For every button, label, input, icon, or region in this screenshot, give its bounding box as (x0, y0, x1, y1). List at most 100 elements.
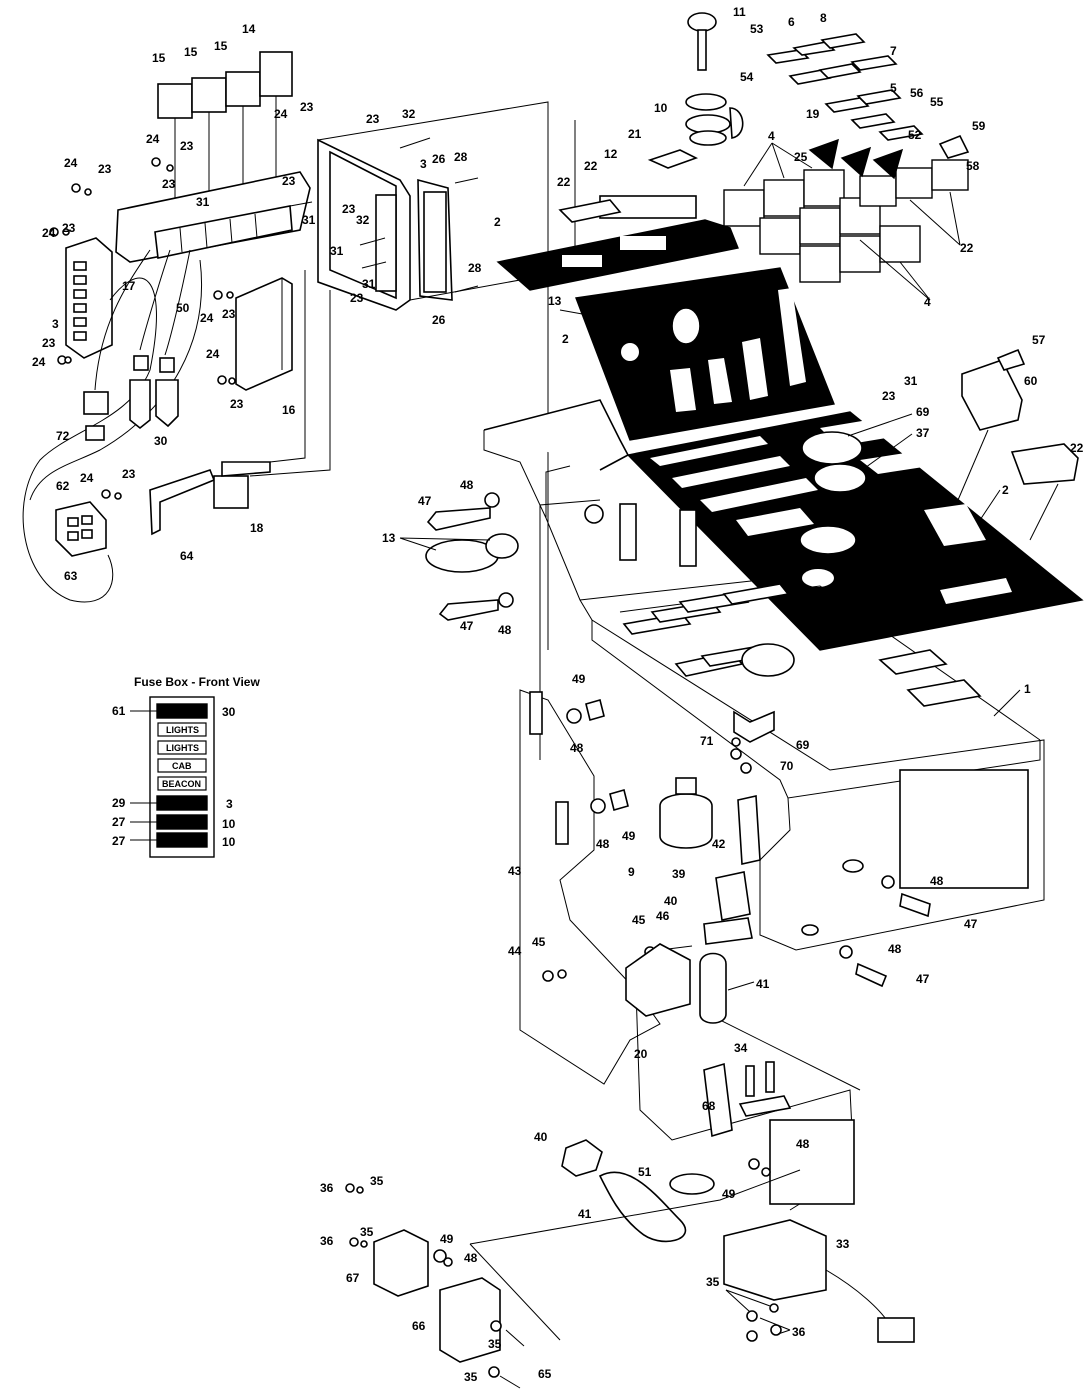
fuse-label: LIGHTS (166, 743, 199, 753)
callout: 40 (664, 894, 678, 908)
callout: 26 (432, 313, 446, 327)
callout: 31 (904, 374, 918, 388)
callout: 52 (908, 128, 922, 142)
callout: 6 (788, 15, 795, 29)
callout: 12 (604, 147, 618, 161)
callout: 39 (672, 867, 686, 881)
fuse-box-front-view: Fuse Box - Front View LIGHTS LIGHTS CAB … (112, 675, 260, 858)
bracket-plate: 24 23 23 32 23 28 3 26 31 23 32 31 23 28… (200, 100, 482, 417)
callout: 24 (80, 471, 94, 485)
callout: 21 (628, 127, 642, 141)
callout: 2 (562, 332, 569, 346)
gasket-upper (496, 219, 739, 291)
callout: 45 (632, 913, 646, 927)
fuse-callout: 27 (112, 834, 126, 848)
callout: 7 (890, 44, 897, 58)
callout: 31 (302, 213, 316, 227)
fuse-rating: 10 (222, 817, 236, 831)
callout: 56 (910, 86, 924, 100)
callout: 37 (916, 426, 930, 440)
callout: 63 (64, 569, 78, 583)
callout: 8 (820, 11, 827, 25)
callout: 3 (420, 157, 427, 171)
callout: 24 (206, 347, 220, 361)
console-side-panel (519, 689, 861, 1211)
callout: 48 (464, 1251, 478, 1265)
callout: 22 (960, 241, 974, 255)
callout: 2 (494, 215, 501, 229)
callout: 10 (654, 101, 668, 115)
console-top-plate (626, 411, 1084, 651)
callout: 55 (930, 95, 944, 109)
callout: 22 (1070, 441, 1084, 455)
callout: 24 (42, 226, 56, 240)
fasteners-upper-left: 24 23 24 23 23 31 23 24 23 24 (32, 132, 236, 500)
callout: 48 (570, 741, 584, 755)
callout: 23 (342, 202, 356, 216)
right-panel-parts: 57 60 22 69 37 2 1 (847, 333, 1084, 717)
callout: 35 (464, 1370, 478, 1384)
callout: 48 (596, 837, 610, 851)
callout: 23 (42, 336, 56, 350)
callout: 32 (356, 213, 370, 227)
callout: 35 (370, 1174, 384, 1188)
callout: 23 (162, 177, 176, 191)
callout: 23 (300, 100, 314, 114)
console-left-hardware: 47 48 13 47 48 49 48 48 49 43 44 45 (382, 478, 636, 982)
ignition-key: 11 10 21 12 22 22 2 13 2 (494, 5, 746, 346)
fuse-label: LIGHTS (166, 725, 199, 735)
callout: 43 (508, 864, 522, 878)
callout: 19 (806, 107, 820, 121)
callout: 23 (366, 112, 380, 126)
callout: 36 (320, 1181, 334, 1195)
callout: 66 (412, 1319, 426, 1333)
callout: 35 (360, 1225, 374, 1239)
callout: 23 (222, 307, 236, 321)
fuse-box-title: Fuse Box - Front View (134, 675, 260, 689)
callout: 1 (1024, 682, 1031, 696)
callout: 47 (916, 972, 930, 986)
callout: 36 (320, 1234, 334, 1248)
console-right-hardware: 48 47 48 47 (801, 859, 978, 988)
callout: 48 (930, 874, 944, 888)
callout: 35 (488, 1337, 502, 1351)
callout: 11 (733, 5, 746, 19)
callout: 18 (250, 521, 264, 535)
fuse-callout: 61 (112, 704, 126, 718)
callout: 48 (460, 478, 474, 492)
callout: 14 (242, 22, 256, 36)
callout: 13 (548, 294, 562, 308)
callout: 4 (924, 295, 931, 309)
callout: 47 (964, 917, 978, 931)
console-body (483, 399, 1045, 951)
callout: 60 (1024, 374, 1038, 388)
callout: 68 (702, 1099, 716, 1113)
callout: 23 (230, 397, 244, 411)
connector-bracket: 62 63 64 18 24 23 (55, 461, 271, 583)
callout: 5 (890, 81, 897, 95)
callout: 23 (98, 162, 112, 176)
fuse-callout: 29 (112, 796, 126, 810)
fuse-rating: 10 (222, 835, 236, 849)
callout: 30 (154, 434, 168, 448)
callout: 23 (350, 291, 364, 305)
callout: 42 (712, 837, 726, 851)
callout: 45 (532, 935, 546, 949)
callout: 67 (346, 1271, 360, 1285)
callout: 23 (282, 174, 296, 188)
fuse-box-part: 3 (52, 237, 113, 359)
callout: 70 (780, 759, 794, 773)
callout: 44 (508, 944, 522, 958)
callout: 57 (1032, 333, 1046, 347)
callout: 47 (460, 619, 474, 633)
callout: 49 (572, 672, 586, 686)
callout: 23 (882, 389, 896, 403)
callout: 20 (634, 1047, 648, 1061)
callout: 23 (180, 139, 194, 153)
callout: 16 (282, 403, 296, 417)
console-middle-hardware: 71 69 70 9 42 39 40 45 46 20 41 34 68 48… (625, 710, 810, 1201)
callout: 54 (740, 70, 754, 84)
bottom-assembly: 40 51 41 33 35 36 36 35 36 35 67 49 48 6… (320, 1130, 915, 1389)
relay-group: 15 15 15 14 (152, 22, 293, 215)
